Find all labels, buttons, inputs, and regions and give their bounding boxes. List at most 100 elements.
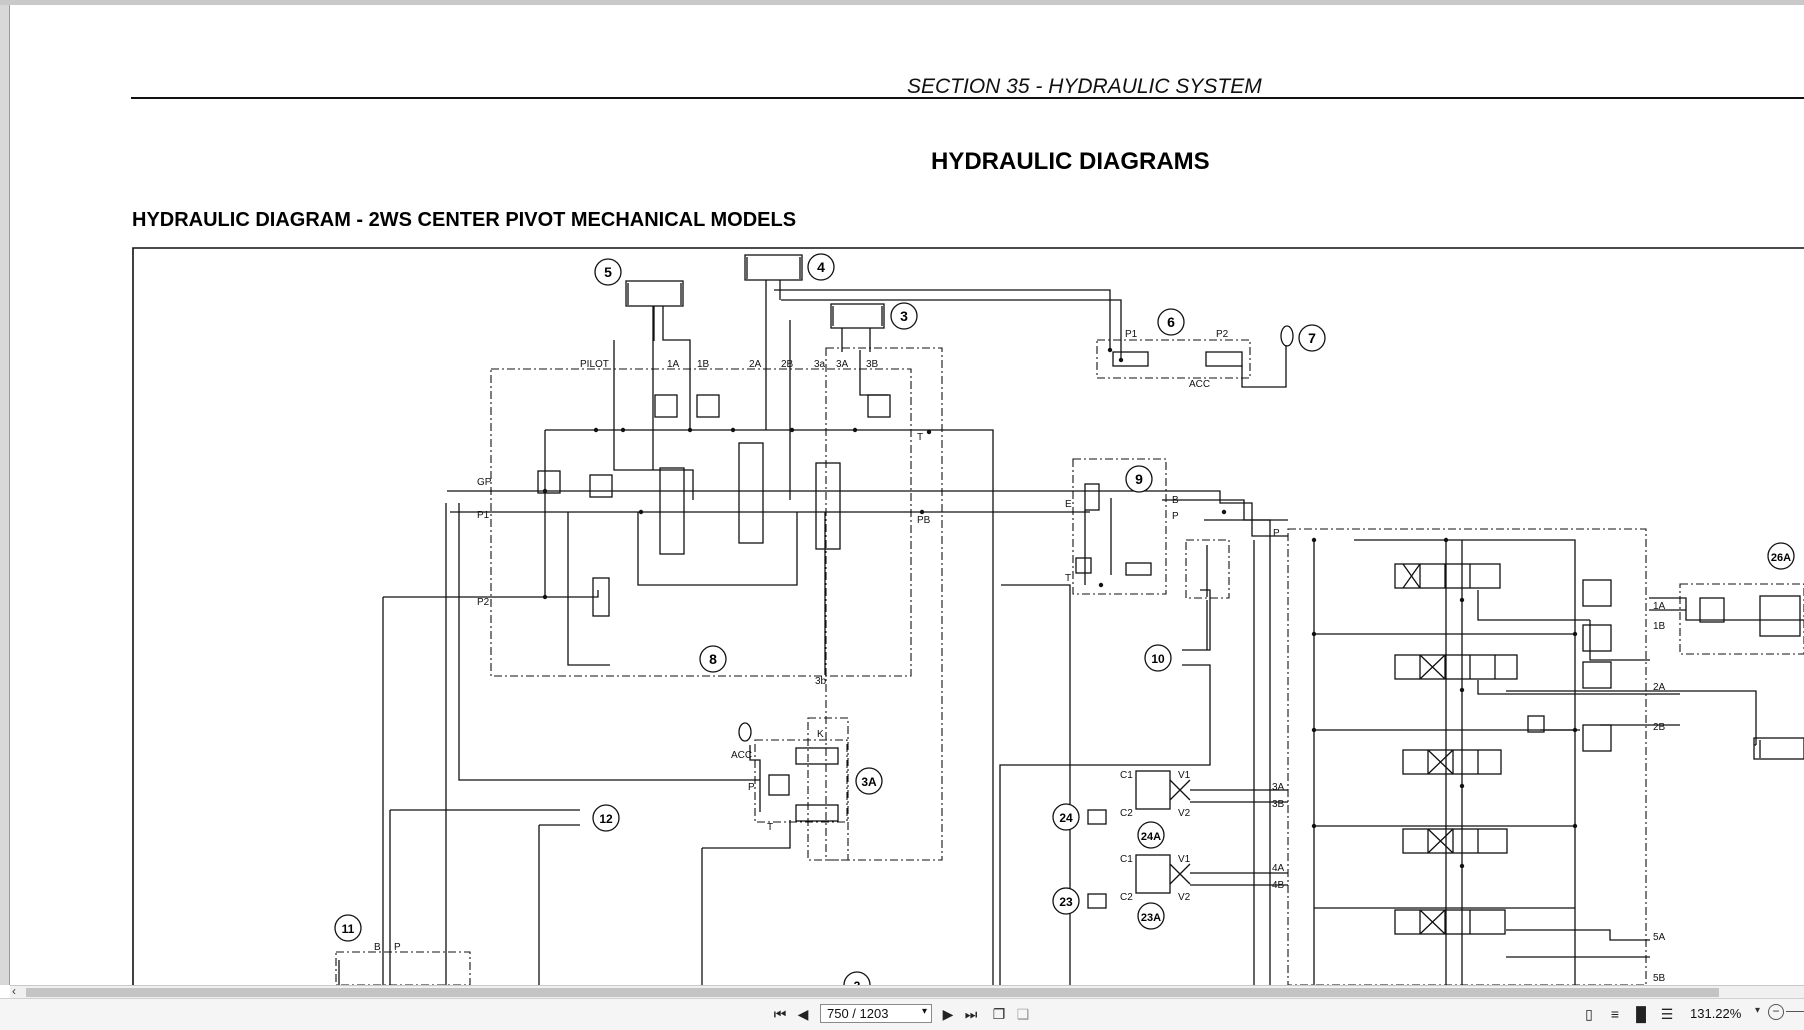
- left-panel-edge[interactable]: [0, 5, 10, 985]
- last-page-icon[interactable]: ⏭: [964, 1005, 978, 1022]
- callout-5-label: 5: [604, 264, 612, 280]
- callout-6-label: 6: [1167, 314, 1175, 330]
- header-rule: [131, 97, 1804, 99]
- zoom-out-icon[interactable]: −: [1768, 1004, 1784, 1020]
- label-3b-low: 3b: [815, 676, 827, 687]
- zoom-dropdown-icon[interactable]: ▾: [1755, 1005, 1761, 1016]
- continuous-icon[interactable]: ≡: [1610, 1006, 1620, 1022]
- callout-11-label: 11: [342, 922, 355, 936]
- label-o1a: 1A: [1653, 601, 1666, 612]
- chevron-down-icon[interactable]: ▾: [921, 1006, 927, 1017]
- callout-2-label: 2: [854, 979, 861, 985]
- callout-3a-label: 3A: [861, 775, 877, 789]
- label-c2-top: C2: [1120, 808, 1133, 819]
- rotate-icon[interactable]: ❐: [992, 1005, 1006, 1022]
- label-acc: ACC: [1189, 379, 1210, 390]
- callout-2: [843, 971, 871, 985]
- copy-icon[interactable]: ❑: [1016, 1005, 1030, 1022]
- callout-24: [1052, 803, 1080, 831]
- callout-7-label: 7: [1308, 330, 1316, 346]
- scrollbar-thumb[interactable]: [26, 988, 1719, 997]
- callout-12: [592, 804, 620, 832]
- facing-continuous-icon[interactable]: ☰: [1660, 1005, 1674, 1022]
- callout-8: [699, 645, 727, 673]
- callout-12-label: 12: [599, 812, 613, 826]
- label-e: E: [1065, 499, 1072, 510]
- label-pilot: PILOT: [580, 359, 609, 370]
- label-v1-top: V1: [1178, 770, 1191, 781]
- callout-26a-label: 26A: [1771, 552, 1791, 564]
- label-v2-top: V2: [1178, 808, 1191, 819]
- callout-23: [1052, 887, 1080, 915]
- callout-23a: [1137, 902, 1165, 930]
- label-p11: P: [394, 942, 401, 953]
- label-t: T: [1065, 573, 1071, 584]
- label-p-mid: P: [748, 782, 755, 793]
- label-p: P: [1172, 511, 1179, 522]
- callout-11: [334, 914, 362, 942]
- label-k: K: [817, 729, 824, 740]
- callout-26a: [1767, 542, 1795, 570]
- page-title: HYDRAULIC DIAGRAMS: [931, 148, 1210, 175]
- label-c1-bot: C1: [1120, 854, 1133, 865]
- label-3a: 3A: [836, 359, 849, 370]
- label-r4b: 4B: [1272, 880, 1285, 891]
- callout-4-label: 4: [817, 259, 825, 275]
- callout-4: [807, 253, 835, 281]
- callout-23-label: 23: [1059, 895, 1073, 909]
- label-2b: 2B: [781, 359, 794, 370]
- label-p1: P1: [477, 510, 490, 521]
- facing-icon[interactable]: ▐▌: [1631, 1006, 1651, 1022]
- callout-24a-label: 24A: [1141, 831, 1161, 843]
- label-2a: 2A: [749, 359, 762, 370]
- viewer-toolbar: ⏮ ◀ 750 / 1203 ▾ ▶ ⏭ ❐ ❑ ▯ ≡ ▐▌ ☰ 131.22…: [0, 998, 1804, 1030]
- label-r3b: 3B: [1272, 799, 1285, 810]
- callout-7: [1298, 324, 1326, 352]
- label-b: B: [1172, 495, 1179, 506]
- callout-10-label: 10: [1151, 652, 1165, 666]
- label-3a-low: 3a: [814, 359, 826, 370]
- label-o5b: 5B: [1653, 973, 1666, 984]
- page-number-field[interactable]: 750 / 1203 ▾: [820, 1004, 932, 1023]
- horizontal-scrollbar[interactable]: ‹: [10, 984, 1804, 999]
- label-t-mid: T: [767, 822, 773, 833]
- callout-5: [594, 258, 622, 286]
- label-p2-top: P2: [1216, 329, 1229, 340]
- prev-page-icon[interactable]: ◀: [797, 1005, 809, 1022]
- callout-3-label: 3: [900, 308, 908, 324]
- label-1a: 1A: [667, 359, 680, 370]
- single-page-icon[interactable]: ▯: [1585, 1005, 1593, 1022]
- zoom-level[interactable]: 131.22%: [1690, 1006, 1742, 1021]
- callout-3: [890, 302, 918, 330]
- label-o1b: 1B: [1653, 621, 1666, 632]
- first-page-icon[interactable]: ⏮: [773, 1005, 787, 1022]
- label-acc-mid: ACC: [731, 750, 752, 761]
- callout-3a: [855, 767, 883, 795]
- window-top-edge: [0, 0, 1804, 5]
- label-p2: P2: [477, 597, 490, 608]
- callout-10: [1144, 644, 1172, 672]
- hydraulic-diagram: 5 4 3 6 7 9 8 10 12 3A 11 24 24A 23 23A …: [132, 247, 1804, 985]
- label-o2b: 2B: [1653, 722, 1666, 733]
- diagram-title: HYDRAULIC DIAGRAM - 2WS CENTER PIVOT MEC…: [132, 209, 797, 231]
- scroll-left-icon[interactable]: ‹: [12, 984, 16, 998]
- callout-9: [1125, 465, 1153, 493]
- label-r4a: 4A: [1272, 863, 1285, 874]
- label-c2-bot: C2: [1120, 892, 1133, 903]
- label-t-top: T: [917, 432, 923, 443]
- next-page-icon[interactable]: ▶: [942, 1005, 954, 1022]
- label-v1-bot: V1: [1178, 854, 1191, 865]
- label-p-right: P: [1273, 528, 1280, 539]
- label-p1-top: P1: [1125, 329, 1138, 340]
- label-gp: GP: [477, 477, 492, 488]
- callout-24a: [1137, 821, 1165, 849]
- document-page: SECTION 35 - HYDRAULIC SYSTEM HYDRAULIC …: [10, 5, 1804, 985]
- label-1b: 1B: [697, 359, 710, 370]
- callout-6: [1157, 308, 1185, 336]
- zoom-slider[interactable]: [1786, 1011, 1804, 1012]
- callout-23a-label: 23A: [1141, 912, 1161, 924]
- callout-24-label: 24: [1059, 811, 1073, 825]
- label-o5a: 5A: [1653, 932, 1666, 943]
- callout-8-label: 8: [709, 651, 717, 667]
- page-number-text: 750 / 1203: [827, 1006, 889, 1021]
